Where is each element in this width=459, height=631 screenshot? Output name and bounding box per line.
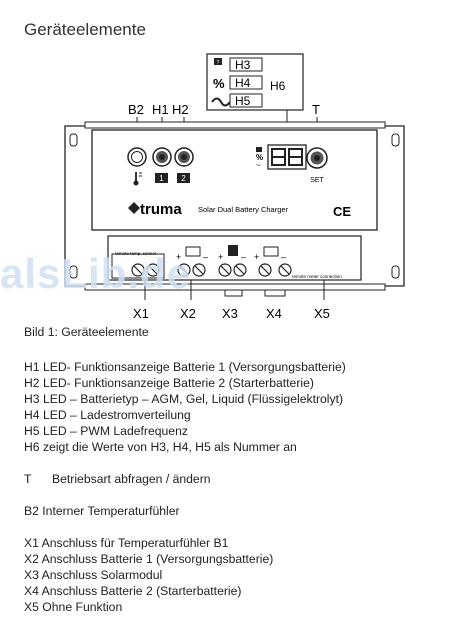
- battery-type-icon: [214, 58, 222, 65]
- x4-terminal: + –: [254, 246, 292, 277]
- list-item: X4 Anschluss Batterie 2 (Starterbatterie…: [24, 584, 242, 598]
- svg-text:–: –: [203, 252, 208, 262]
- list-item: H5 LED – PWM Ladefrequenz: [24, 424, 188, 438]
- label-h2: H2: [172, 102, 189, 117]
- indicator-icon: [256, 147, 262, 152]
- label-t: T: [312, 102, 320, 117]
- list-item: X1 Anschluss für Temperaturfühler B1: [24, 536, 229, 550]
- h3-label: H3: [235, 58, 251, 72]
- t-key: T: [24, 472, 32, 486]
- h4-label: H4: [235, 76, 251, 90]
- list-item: X2 Anschluss Batterie 1 (Versorgungsbatt…: [24, 552, 274, 566]
- list-item: H3 LED – Batterietyp – AGM, Gel, Liquid …: [24, 392, 344, 406]
- list-item: H2 LED- Funktionsanzeige Batterie 2 (Sta…: [24, 376, 314, 390]
- h6-label: H6: [270, 79, 286, 93]
- list-item: H1 LED- Funktionsanzeige Batterie 1 (Ver…: [24, 360, 346, 374]
- svg-text:+: +: [254, 252, 259, 262]
- list-item: H6 zeigt die Werte von H3, H4, H5 als Nu…: [24, 440, 297, 454]
- svg-text:+: +: [176, 252, 181, 262]
- badge-2: [177, 173, 190, 183]
- battery-1-icon: [185, 246, 201, 257]
- label-x5: X5: [314, 306, 330, 321]
- svg-text:%: %: [256, 153, 263, 162]
- svg-text:1: 1: [159, 174, 164, 183]
- remote-label: remote meter connection: [292, 274, 342, 279]
- h6-box: ? H3 % H4 H5 H6: [206, 53, 304, 111]
- svg-text:–: –: [241, 252, 246, 262]
- label-h1: H1: [152, 102, 169, 117]
- wave-icon: [211, 97, 231, 107]
- port-list: X1 Anschluss für Temperaturfühler B1 X2 …: [24, 535, 273, 615]
- svg-text:2: 2: [181, 174, 186, 183]
- svg-text:+: +: [218, 252, 223, 262]
- list-item: X5 Ohne Funktion: [24, 600, 123, 614]
- label-x1: X1: [133, 306, 149, 321]
- sensor-label: remote temp. sensor: [115, 251, 157, 256]
- x3-terminal: + –: [218, 245, 247, 277]
- list-item: X3 Anschluss Solarmodul: [24, 568, 163, 582]
- led-list: H1 LED- Funktionsanzeige Batterie 1 (Ver…: [24, 359, 346, 455]
- model-label: Solar Dual Battery Charger: [198, 205, 289, 214]
- label-x2: X2: [180, 306, 196, 321]
- percent-icon: %: [213, 76, 225, 91]
- ce-mark: CE: [333, 204, 351, 219]
- device-diagram: ? H3 % H4 H5 H6 B2 H1 H2 T 1 2: [64, 53, 405, 321]
- h5-label: H5: [235, 94, 251, 108]
- x2-terminal: + –: [176, 246, 208, 277]
- t-item: T Betriebsart abfragen / ändern: [24, 472, 211, 486]
- set-label: SET: [310, 177, 324, 184]
- list-item: B2 Interner Temperaturfühler: [24, 504, 180, 518]
- solar-panel-icon: [228, 245, 238, 256]
- page-title: Geräteelemente: [24, 20, 146, 39]
- svg-text:~: ~: [256, 161, 261, 170]
- b2-item: B2 Interner Temperaturfühler: [24, 503, 180, 519]
- truma-logo: truma: [128, 201, 182, 218]
- t-text: Betriebsart abfragen / ändern: [52, 472, 211, 486]
- svg-text:?: ?: [217, 60, 220, 66]
- svg-text:–: –: [281, 252, 286, 262]
- battery-2-icon: [263, 246, 279, 257]
- charger-housing: [91, 129, 378, 231]
- svg-text:truma: truma: [140, 201, 182, 218]
- figure-caption: Bild 1: Geräteelemente: [24, 325, 149, 339]
- thermometer-icon: [133, 172, 142, 186]
- label-b2: B2: [128, 102, 144, 117]
- label-x3: X3: [222, 306, 238, 321]
- label-x4: X4: [266, 306, 282, 321]
- list-item: H4 LED – Ladestromverteilung: [24, 408, 191, 422]
- badge-1: [155, 173, 168, 183]
